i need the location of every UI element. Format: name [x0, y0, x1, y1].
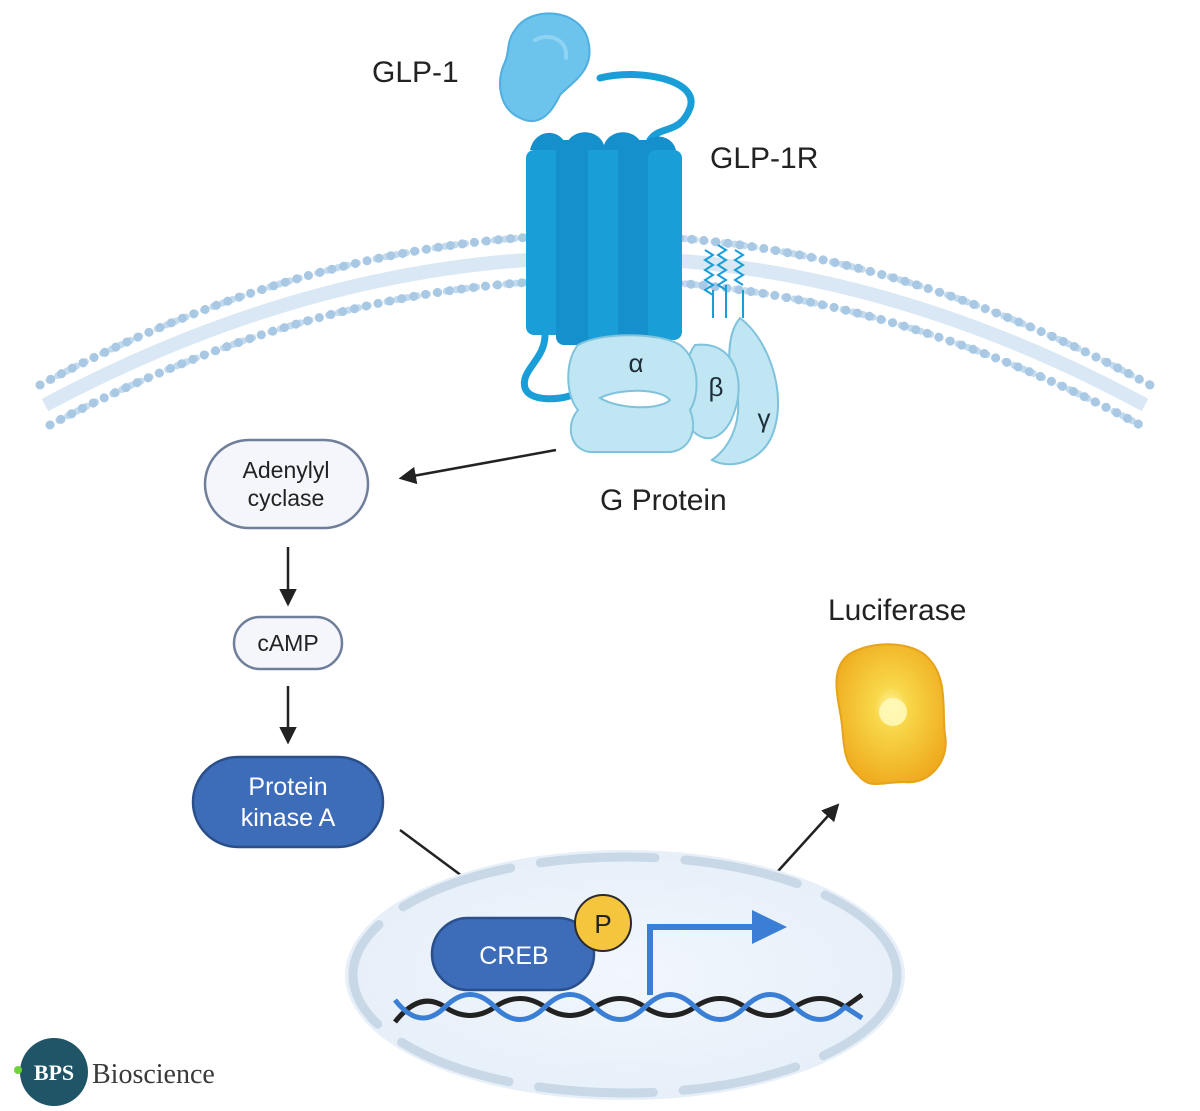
alpha-subunit-label: α	[628, 348, 643, 378]
logo-bps-text: BPS	[34, 1060, 74, 1085]
glp1-ligand-shape	[499, 12, 591, 123]
luciferase-shape	[835, 643, 947, 786]
transcription-start-arrow	[647, 910, 787, 995]
camp-label: cAMP	[257, 630, 318, 656]
bps-bioscience-logo: BPS Bioscience	[14, 1038, 215, 1106]
glp1-label: GLP-1	[372, 56, 459, 89]
dna-helix	[393, 992, 864, 1024]
gene-to-luciferase-arrow	[769, 803, 840, 881]
pka-line1: Protein	[248, 773, 327, 801]
glp1r-label: GLP-1R	[710, 142, 818, 175]
phosphate-label: P	[594, 909, 611, 939]
nucleus-shape	[345, 850, 905, 1100]
luciferase-label: Luciferase	[828, 594, 966, 627]
creb-box: CREB	[430, 916, 596, 992]
g-protein-label: G Protein	[600, 484, 727, 517]
phosphate-badge: P	[574, 894, 632, 952]
camp-box: cAMP	[232, 615, 344, 671]
creb-label: CREB	[479, 942, 548, 970]
adenylyl-cyclase-box: Adenylyl cyclase	[203, 438, 370, 530]
beta-subunit-label: β	[709, 372, 724, 402]
gprotein-to-ac-arrow	[398, 448, 557, 485]
glp1-receptor-shape	[520, 71, 745, 403]
pka-line2: kinase A	[241, 804, 336, 832]
logo-bioscience-text: Bioscience	[92, 1059, 215, 1090]
gamma-subunit-label: γ	[758, 403, 771, 433]
adenylyl-cyclase-line2: cyclase	[248, 485, 325, 511]
protein-kinase-a-box: Protein kinase A	[191, 755, 385, 849]
g-protein-shape	[567, 316, 779, 466]
adenylyl-cyclase-line1: Adenylyl	[243, 457, 330, 483]
